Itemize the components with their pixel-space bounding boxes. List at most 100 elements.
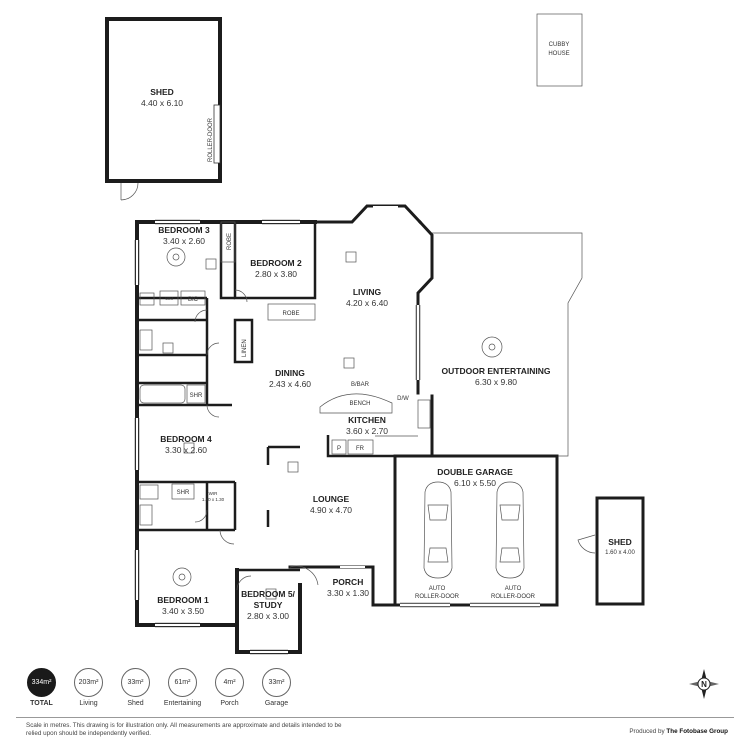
bedroom5-line1: BEDROOM 5/ (241, 589, 295, 599)
stat-garage: 33m² Garage (253, 668, 300, 707)
garage-door-left-roller: ROLLER-DOOR (415, 594, 460, 600)
wir-label: WIR (209, 491, 218, 496)
stat-shed: 33m² Shed (112, 668, 159, 707)
garage-dims: 6.10 x 5.50 (454, 478, 496, 488)
living-dims: 4.20 x 6.40 (346, 298, 388, 308)
cubby-line1: CUBBY (549, 42, 570, 48)
windows (136, 206, 540, 653)
bedroom3-dims: 3.40 x 2.60 (163, 236, 205, 246)
lounge-dims: 4.90 x 4.70 (310, 505, 352, 515)
stat-porch-label: Porch (220, 700, 239, 707)
laundry-trough (139, 292, 155, 306)
stat-entertaining: 61m² Entertaining (159, 668, 206, 707)
garage-name: DOUBLE GARAGE (437, 467, 513, 477)
producer-credit: Produced by The Fotobase Group (629, 728, 728, 735)
producer-name: The Fotobase Group (666, 728, 728, 735)
shed-roller-door-label: ROLLER-DOOR (208, 117, 214, 162)
garage-door-left-auto: AUTO (429, 586, 446, 592)
bench-label: BENCH (349, 401, 370, 407)
compass-label: N (701, 680, 707, 689)
outdoor-name: OUTDOOR ENTERTAINING (442, 366, 551, 376)
bic (180, 290, 206, 306)
fridge (347, 439, 374, 455)
cubby-house (536, 13, 583, 87)
wir-dims: 1.40 x 1.30 (202, 497, 225, 502)
bath (139, 384, 186, 404)
breakfast-bar (319, 393, 393, 414)
robe-label-1: ROBE (227, 233, 233, 250)
outdoor-dims: 6.30 x 9.80 (475, 377, 517, 387)
shr-label-2: SHR (177, 490, 190, 496)
shed-small-name: SHED (608, 537, 632, 547)
shed-small (595, 496, 645, 606)
lounge-name: LOUNGE (313, 494, 350, 504)
stat-shed-value: 33m² (121, 668, 150, 697)
bedroom1-dims: 3.40 x 3.50 (162, 606, 204, 616)
bedroom5-line2: STUDY (254, 600, 283, 610)
area-stats: 334m² TOTAL 203m² Living 33m² Shed 61m² … (18, 668, 300, 707)
bedroom4-name: BEDROOM 4 (160, 434, 212, 444)
stat-garage-label: Garage (264, 700, 289, 707)
robe-bedroom3 (220, 221, 236, 263)
toilet (139, 329, 153, 351)
porch-dims: 3.30 x 1.30 (327, 588, 369, 598)
robe-bedroom2 (267, 303, 316, 321)
stat-shed-label: Shed (127, 700, 144, 707)
interior-walls (137, 222, 395, 572)
pantry (331, 439, 347, 455)
p-label: P (337, 446, 341, 452)
shr-label-1: SHR (190, 393, 203, 399)
kitchen-dims: 3.60 x 2.70 (346, 426, 388, 436)
shower-1 (186, 384, 206, 404)
kitchen-name: KITCHEN (348, 415, 386, 425)
shed-large-dims: 4.40 x 6.10 (141, 98, 183, 108)
fr-label: FR (356, 446, 365, 452)
ensuite-toilet (139, 504, 153, 526)
bedroom2-dims: 2.80 x 3.80 (255, 269, 297, 279)
living-name: LIVING (353, 287, 382, 297)
stat-porch: 4m² Porch (206, 668, 253, 707)
dw-label: D/W (397, 396, 409, 402)
car-left (423, 481, 453, 579)
wm-label: WM (165, 296, 173, 301)
bedroom4-dims: 3.30 x 2.60 (165, 445, 207, 455)
garage-door-right-roller: ROLLER-DOOR (491, 594, 536, 600)
door-swings (194, 289, 319, 591)
compass-icon: N (689, 669, 719, 699)
stat-living: 203m² Living (65, 668, 112, 707)
stat-living-value: 203m² (74, 668, 103, 697)
stat-living-label: Living (79, 700, 98, 707)
stat-total-label: TOTAL (30, 700, 53, 707)
outdoor-entertaining-outline (432, 232, 583, 457)
car-right (495, 481, 525, 579)
dining-name: DINING (275, 368, 305, 378)
bedroom2-name: BEDROOM 2 (250, 258, 302, 268)
disclaimer: Scale in metres. This drawing is for ill… (26, 722, 342, 737)
bedroom3-name: BEDROOM 3 (158, 225, 210, 235)
ceiling-lights (162, 251, 357, 600)
garage-door-right-auto: AUTO (505, 586, 522, 592)
shed-small-dims: 1.60 x 4.00 (605, 550, 635, 556)
stat-total-value: 334m² (27, 668, 56, 697)
sink (417, 399, 431, 429)
porch-name: PORCH (333, 577, 364, 587)
bic-label: BIC (188, 297, 199, 303)
washing-machine (159, 290, 179, 306)
producer-prefix: Produced by (629, 728, 665, 735)
bedroom1-name: BEDROOM 1 (157, 595, 209, 605)
bbar-label: B/BAR (351, 382, 370, 388)
bedroom5-dims: 2.80 x 3.00 (247, 611, 289, 621)
ceiling-fans (166, 247, 503, 587)
shower-2 (171, 483, 195, 500)
shed-large-name: SHED (150, 87, 174, 97)
linen-label: LINEN (242, 339, 248, 357)
shed-large (105, 17, 222, 201)
stat-entertaining-label: Entertaining (163, 700, 202, 707)
stat-entertaining-value: 61m² (168, 668, 197, 697)
robe-label-2: ROBE (282, 311, 299, 317)
dining-dims: 2.43 x 4.60 (269, 379, 311, 389)
stat-porch-value: 4m² (215, 668, 244, 697)
stat-garage-value: 33m² (262, 668, 291, 697)
stat-total: 334m² TOTAL (18, 668, 65, 707)
